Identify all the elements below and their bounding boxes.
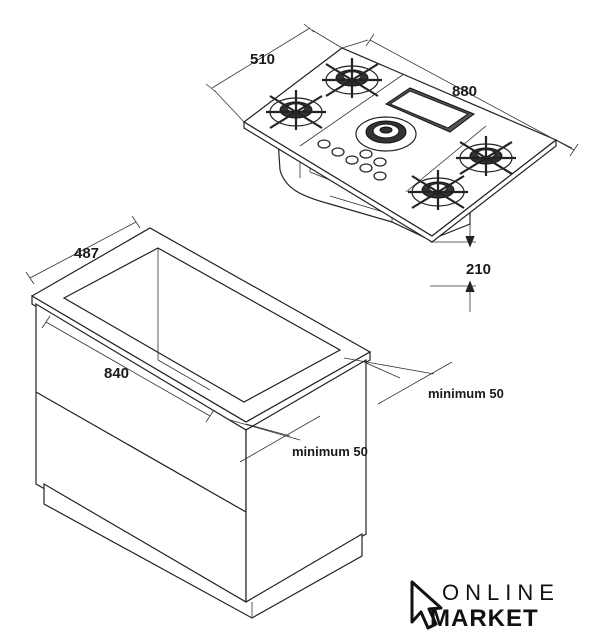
label-min-clearance-side: minimum 50 bbox=[428, 386, 504, 401]
dim-line-min-clearance-front bbox=[229, 415, 321, 463]
kitchen-cabinet bbox=[25, 215, 453, 619]
burner-back-left bbox=[322, 58, 382, 98]
dim-line-cutout-depth bbox=[25, 215, 141, 285]
burner-front-left bbox=[266, 90, 326, 130]
logo-line-1: ONLINE bbox=[442, 580, 560, 605]
control-knobs bbox=[317, 139, 387, 181]
knob-6 bbox=[359, 149, 373, 159]
knob-3 bbox=[345, 155, 359, 165]
online-market-logo: ONLINE MARKET bbox=[410, 580, 560, 632]
cabinet-side bbox=[245, 358, 367, 604]
label-cutout-depth: 487 bbox=[74, 245, 99, 262]
hob-glass-front-edge bbox=[243, 120, 557, 243]
label-cutout-width: 840 bbox=[104, 365, 129, 382]
burner-front-right bbox=[408, 170, 468, 210]
burner-center-wok bbox=[355, 116, 417, 152]
knob-7 bbox=[373, 157, 387, 167]
dim-line-hob-height bbox=[430, 216, 476, 312]
knob-4 bbox=[359, 163, 373, 173]
gas-hob bbox=[205, 23, 579, 312]
label-hob-width: 880 bbox=[452, 83, 477, 100]
label-hob-height: 210 bbox=[466, 261, 491, 278]
knob-5 bbox=[373, 171, 387, 181]
knob-2 bbox=[331, 147, 345, 157]
knob-1 bbox=[317, 139, 331, 149]
dim-line-hob-width bbox=[341, 33, 579, 157]
label-hob-depth: 510 bbox=[250, 51, 275, 68]
cursor-arrow-icon bbox=[410, 580, 443, 630]
burner-back-right bbox=[456, 136, 516, 176]
drawer-divider bbox=[35, 391, 247, 513]
dim-line-cutout-width bbox=[41, 315, 215, 423]
dim-line-hob-depth bbox=[205, 23, 343, 123]
cabinet-plinth bbox=[43, 482, 363, 619]
label-min-clearance-front: minimum 50 bbox=[292, 444, 368, 459]
logo-line-2: MARKET bbox=[430, 605, 539, 632]
dim-line-min-clearance-side bbox=[343, 357, 453, 405]
cutout-opening bbox=[62, 247, 342, 403]
